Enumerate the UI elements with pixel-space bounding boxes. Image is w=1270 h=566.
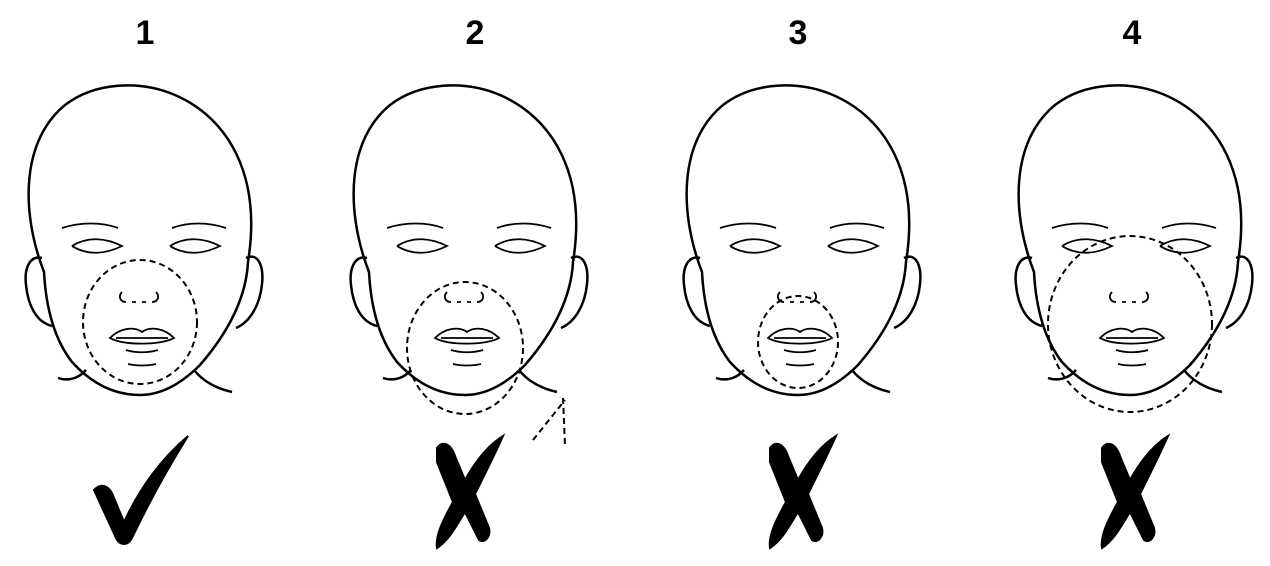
panel-number: 3 — [788, 14, 808, 52]
face-drawing — [1014, 84, 1254, 550]
mask-outline — [757, 295, 839, 389]
panel-number: 2 — [465, 14, 485, 52]
panel-4: 4 — [990, 0, 1270, 566]
mask-outline — [406, 281, 524, 415]
x-mark-icon — [768, 433, 839, 550]
panel-3: 3 — [658, 0, 958, 566]
mask-strap — [532, 397, 566, 447]
mask-outline — [82, 259, 198, 385]
mask-outline — [1047, 235, 1213, 413]
panel-number: 4 — [1122, 14, 1142, 52]
face-drawing — [682, 84, 922, 550]
panel-number: 1 — [135, 14, 155, 52]
face-drawing — [349, 84, 589, 550]
panel-1: 1 — [0, 0, 300, 566]
panel-2: 2 — [325, 0, 625, 566]
checkmark-icon — [92, 435, 189, 545]
x-mark-icon — [435, 433, 506, 550]
x-mark-icon — [1100, 433, 1171, 550]
face-drawing — [24, 84, 264, 545]
